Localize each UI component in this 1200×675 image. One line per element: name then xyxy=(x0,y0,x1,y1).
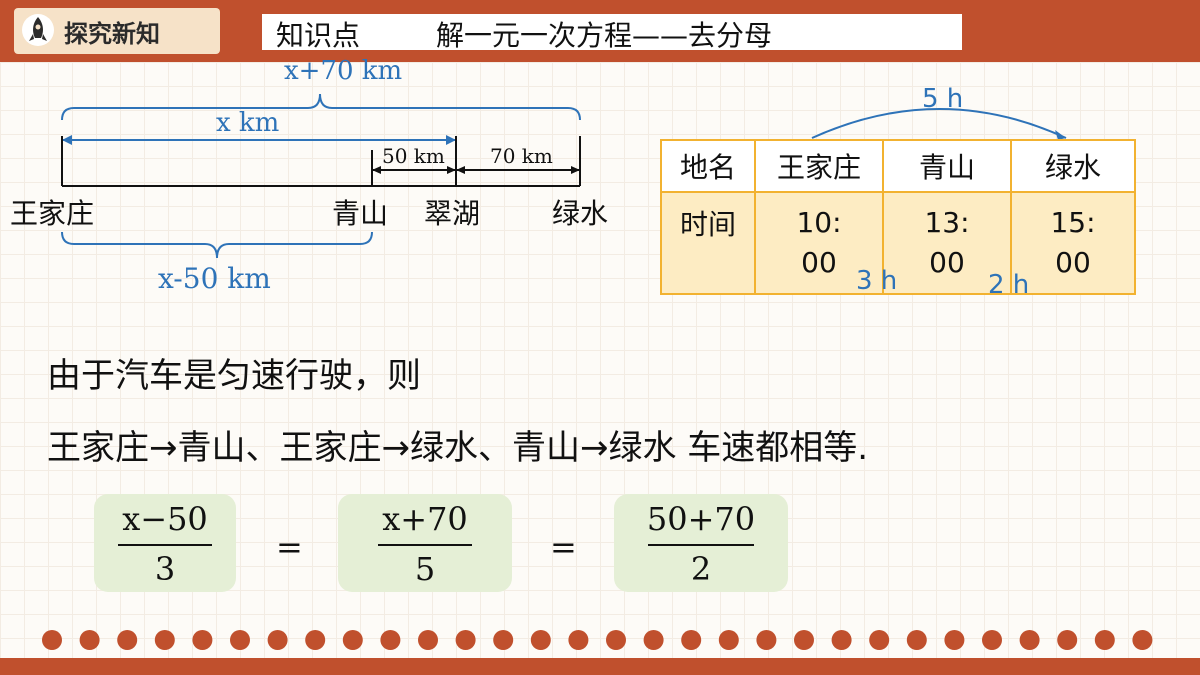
decorative-dot xyxy=(267,630,288,650)
decorative-dot xyxy=(944,630,965,650)
section-badge-label: 探究新知 xyxy=(64,20,160,48)
decorative-dot xyxy=(305,630,326,650)
decorative-dot xyxy=(154,630,175,650)
explanation-line-2: 王家庄→青山、王家庄→绿水、青山→绿水 车速都相等. xyxy=(47,428,869,468)
schedule-table: 地名 王家庄 青山 绿水 时间 10: 00 13: 00 15: 00 xyxy=(660,139,1136,295)
fraction-2: x+70 5 xyxy=(338,494,512,592)
time-cell: 13: 00 xyxy=(882,191,1012,295)
table-header-cell: 王家庄 xyxy=(754,139,884,193)
span-3h-label: 3 h xyxy=(856,266,898,296)
decorative-dot xyxy=(718,630,739,650)
top-brace xyxy=(61,93,581,121)
distance-diagram xyxy=(61,93,581,259)
title-bar xyxy=(262,14,962,50)
segment-70-label: 70 km xyxy=(490,144,553,168)
decorative-dot xyxy=(1019,630,1040,650)
footer-bar xyxy=(0,658,1200,675)
decorative-dot xyxy=(982,630,1002,650)
equals-sign-2: = xyxy=(550,528,577,566)
time-minute: 00 xyxy=(801,246,837,279)
place-wangjiazhuang: 王家庄 xyxy=(10,197,95,230)
time-minute: 00 xyxy=(929,246,965,279)
decorative-dot-row xyxy=(42,630,1153,650)
span-2h-label: 2 h xyxy=(988,270,1030,300)
total-span-label: 5 h xyxy=(922,84,964,114)
table-row: 地名 王家庄 青山 绿水 xyxy=(660,139,1136,193)
time-cell: 15: 00 xyxy=(1010,191,1136,295)
segment-50-label: 50 km xyxy=(382,144,445,168)
fraction-3: 50+70 2 xyxy=(614,494,788,592)
decorative-dot xyxy=(42,630,62,650)
fraction-2-denominator: 5 xyxy=(414,550,436,588)
time-hour: 15: xyxy=(1050,206,1096,239)
decorative-dot xyxy=(418,630,438,650)
table-row: 时间 10: 00 13: 00 15: 00 xyxy=(660,191,1136,295)
decorative-dot xyxy=(869,630,890,650)
decorative-dot xyxy=(681,630,702,650)
fraction-1-numerator: x−50 xyxy=(122,500,208,538)
decorative-dot xyxy=(117,630,138,650)
decorative-dot xyxy=(606,630,626,650)
place-cuihu: 翠湖 xyxy=(424,197,481,230)
fraction-1: x−50 3 xyxy=(94,494,236,592)
place-qingshan: 青山 xyxy=(332,197,389,230)
time-minute: 00 xyxy=(1055,246,1091,279)
bottom-brace xyxy=(61,231,373,259)
equals-sign-1: = xyxy=(276,528,303,566)
bottom-brace-label: x-50 km xyxy=(158,262,271,295)
time-hour: 13: xyxy=(924,206,970,239)
rocket-icon xyxy=(22,14,54,46)
fraction-2-numerator: x+70 xyxy=(382,500,468,538)
decorative-dot xyxy=(493,630,514,650)
knowledge-point-label: 知识点 xyxy=(276,19,361,52)
decorative-dot xyxy=(342,630,363,650)
decorative-dot xyxy=(79,630,100,650)
decorative-dot xyxy=(1057,630,1078,650)
x-distance-label: x km xyxy=(216,108,280,138)
place-lvshui: 绿水 xyxy=(552,197,609,230)
time-hour: 10: xyxy=(796,206,842,239)
decorative-dot xyxy=(831,630,852,650)
decorative-dot xyxy=(230,630,250,650)
decorative-dot xyxy=(906,630,927,650)
decorative-dot xyxy=(1094,630,1115,650)
fraction-1-denominator: 3 xyxy=(154,550,176,588)
table-header-cell: 青山 xyxy=(882,139,1012,193)
fraction-3-denominator: 2 xyxy=(690,550,712,588)
table-row-label: 时间 xyxy=(660,191,756,295)
table-header-cell: 地名 xyxy=(660,139,756,193)
time-cell: 10: 00 xyxy=(754,191,884,295)
fraction-3-numerator: 50+70 xyxy=(646,500,756,538)
lesson-title: 解一元一次方程——去分母 xyxy=(436,19,773,52)
decorative-dot xyxy=(756,630,777,650)
explanation-line-1: 由于汽车是匀速行驶，则 xyxy=(47,356,421,396)
top-brace-label: x+70 km xyxy=(284,56,403,86)
table-header-cell: 绿水 xyxy=(1010,139,1136,193)
decorative-dot xyxy=(643,630,664,650)
decorative-dot xyxy=(380,630,401,650)
decorative-dot xyxy=(455,630,476,650)
decorative-dot xyxy=(794,630,814,650)
decorative-dot xyxy=(1132,630,1153,650)
decorative-dot xyxy=(192,630,213,650)
decorative-dot xyxy=(530,630,551,650)
decorative-dot xyxy=(568,630,589,650)
